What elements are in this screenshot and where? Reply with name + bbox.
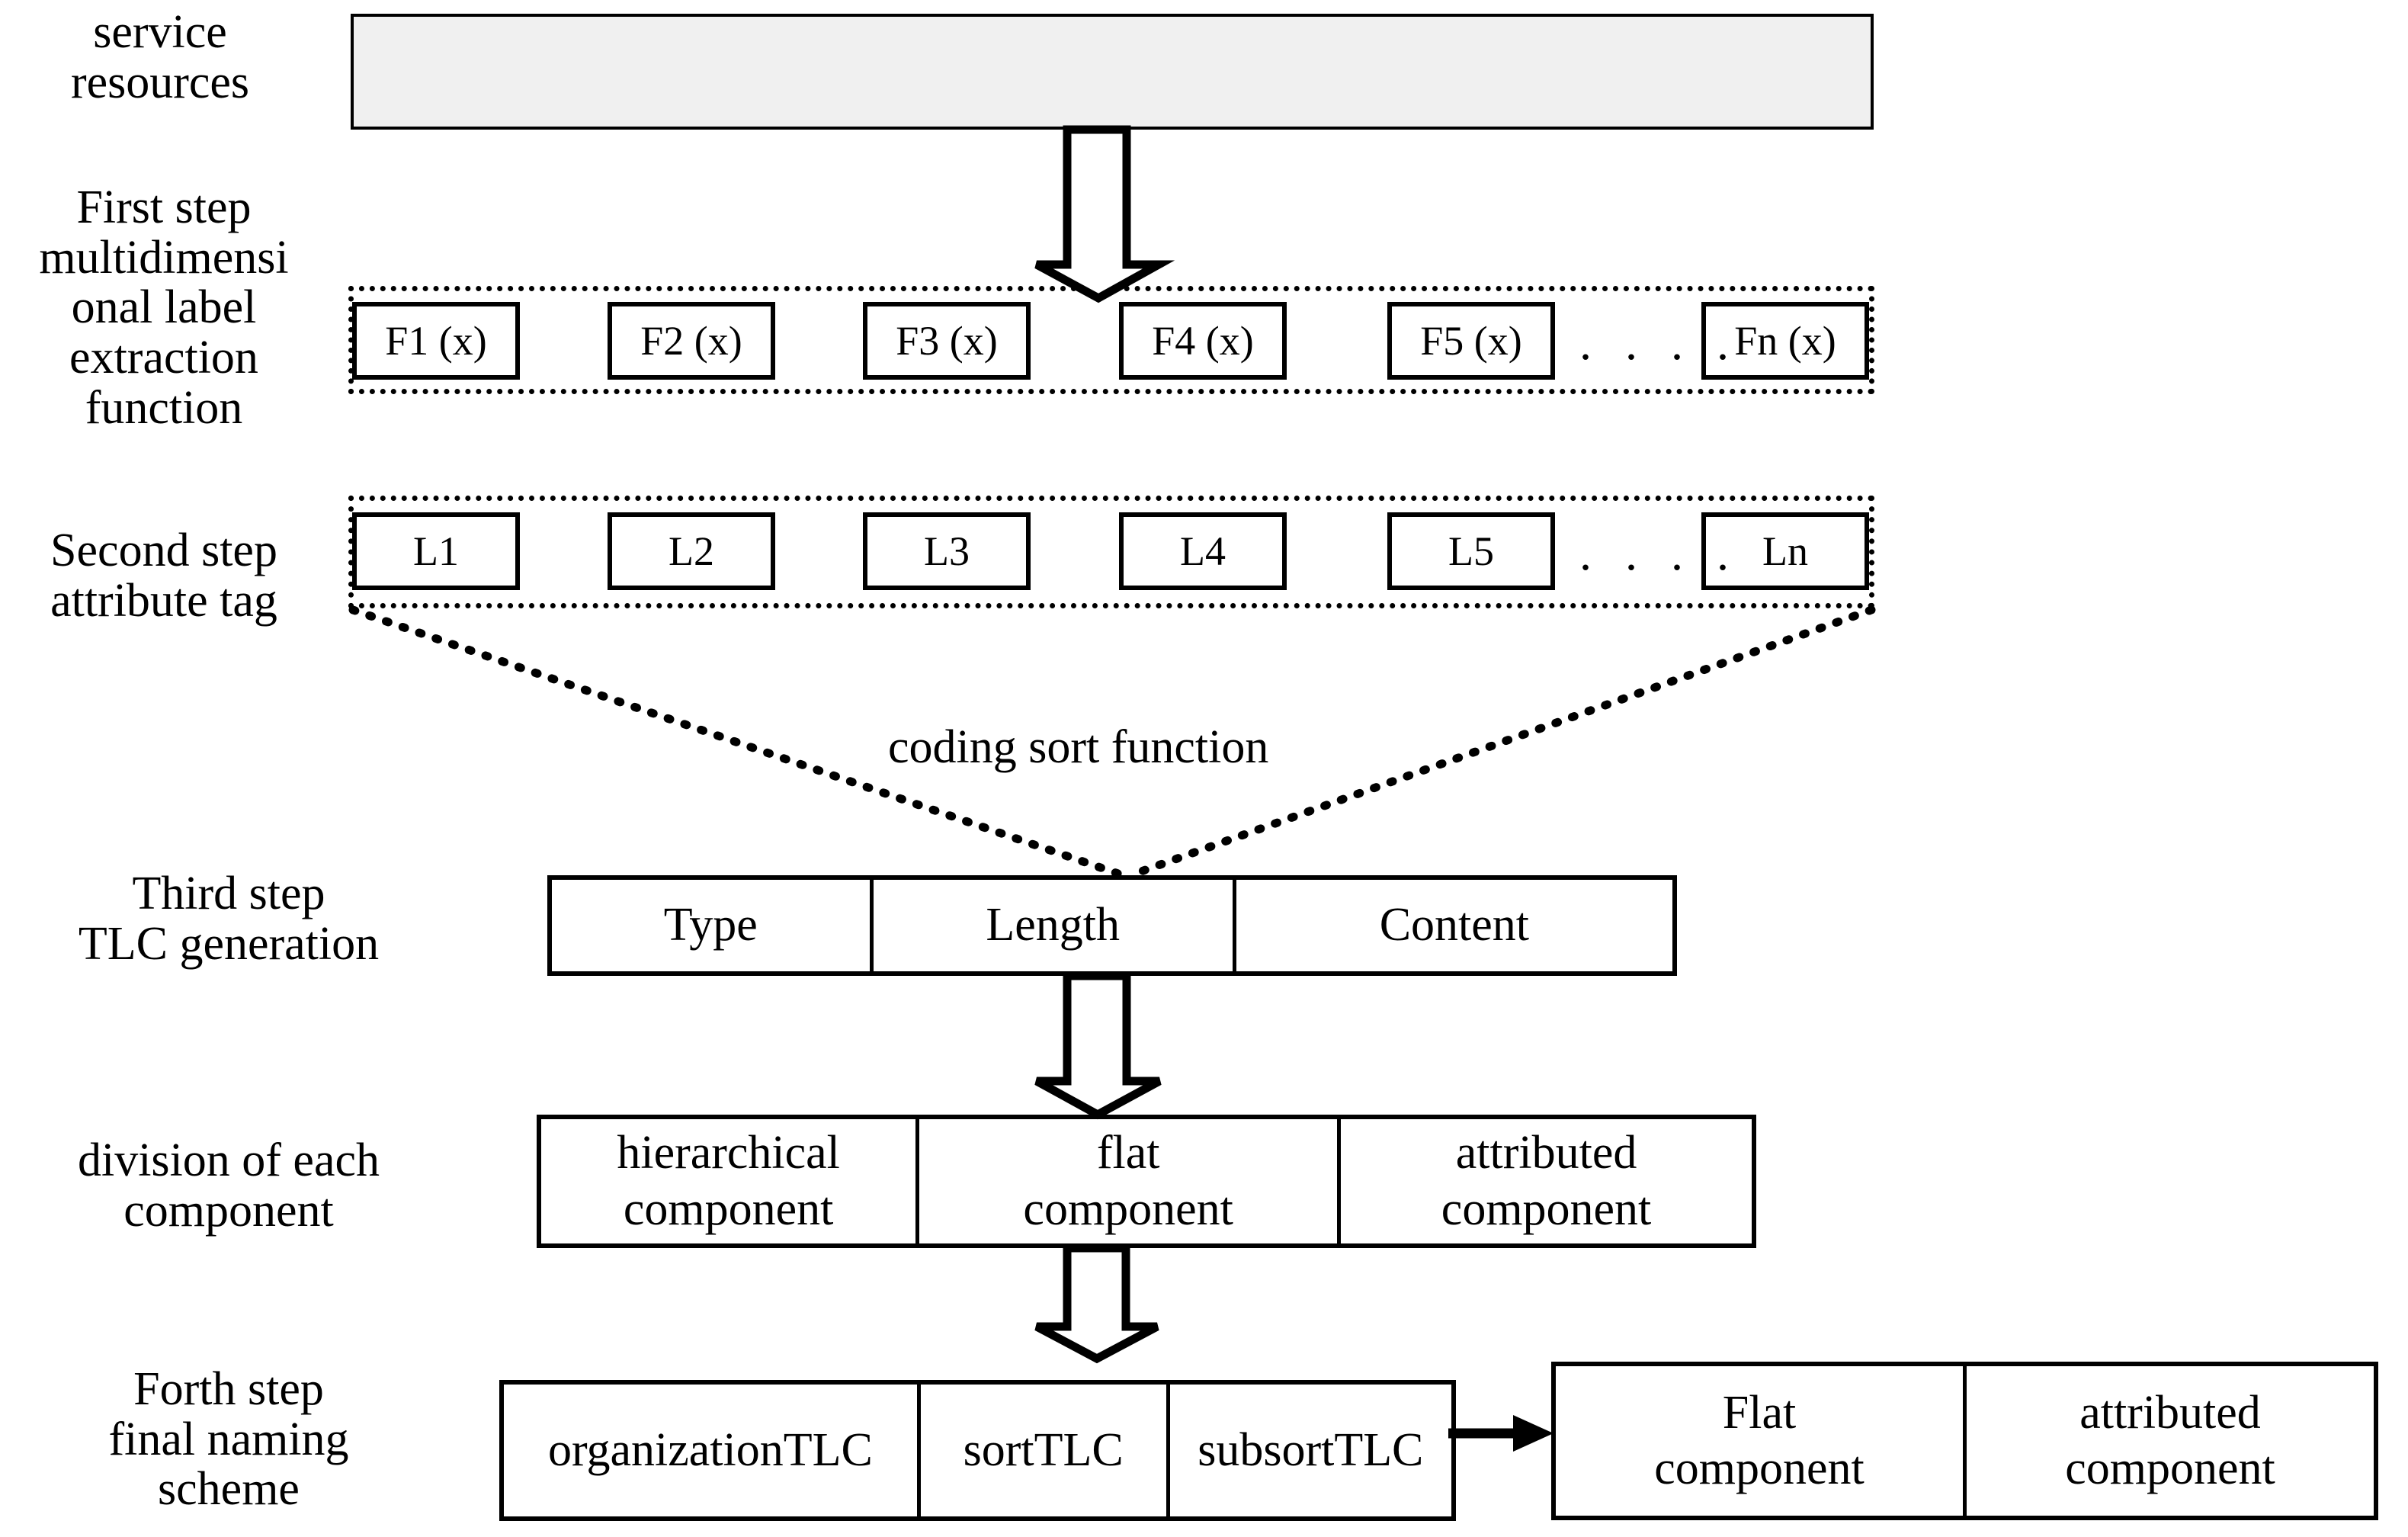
label-division-of-each-component: division of each component bbox=[77, 1134, 380, 1237]
block-arrow-components-to-naming bbox=[1034, 1243, 1159, 1364]
function-cell-f3[interactable]: F3 (x) bbox=[863, 302, 1031, 380]
tlc-cell-length[interactable]: Length bbox=[874, 880, 1236, 971]
label-cell-l5[interactable]: L5 bbox=[1387, 512, 1555, 590]
label-cell-ln[interactable]: Ln bbox=[1701, 512, 1869, 590]
component-cell-flat[interactable]: flat component bbox=[919, 1119, 1342, 1243]
service-resources-box bbox=[351, 14, 1874, 130]
tlc-cell-content[interactable]: Content bbox=[1379, 899, 1530, 951]
naming-cell-sorttlc[interactable]: sortTLC bbox=[921, 1385, 1170, 1516]
component-cell-attributed[interactable]: attributed component bbox=[1441, 1127, 1652, 1235]
label-forth-step: Forth step final naming scheme bbox=[108, 1363, 349, 1516]
function-cell-f1[interactable]: F1 (x) bbox=[352, 302, 520, 380]
function-cell-f5[interactable]: F5 (x) bbox=[1387, 302, 1555, 380]
final-naming-table-left: organizationTLC sortTLC subsortTLC bbox=[499, 1380, 1456, 1521]
function-cell-fn[interactable]: Fn (x) bbox=[1701, 302, 1869, 380]
tlc-cell-type[interactable]: Type bbox=[552, 880, 874, 971]
naming-cell-flat-component[interactable]: Flat component bbox=[1556, 1366, 1967, 1516]
function-row-ellipsis: . . . . bbox=[1579, 316, 1739, 370]
naming-cell-attributed-component[interactable]: attributed component bbox=[2065, 1386, 2275, 1494]
function-cell-f2[interactable]: F2 (x) bbox=[608, 302, 775, 380]
naming-cell-organizationtlc[interactable]: organizationTLC bbox=[504, 1385, 921, 1516]
block-arrow-tlc-to-components bbox=[1034, 971, 1162, 1120]
component-division-table: hierarchical component flat component at… bbox=[537, 1115, 1756, 1248]
block-arrow-source-to-functions bbox=[1034, 125, 1175, 303]
label-row-ellipsis: . . . . bbox=[1579, 526, 1739, 580]
function-cell-f4[interactable]: F4 (x) bbox=[1119, 302, 1287, 380]
arrow-subsorttlc-to-flat-head bbox=[1513, 1415, 1553, 1452]
label-cell-l1[interactable]: L1 bbox=[352, 512, 520, 590]
label-service-resources: service resources bbox=[70, 6, 250, 108]
label-cell-l3[interactable]: L3 bbox=[863, 512, 1031, 590]
final-naming-table-right: Flat component attributed component bbox=[1551, 1362, 2378, 1520]
label-first-step: First step multidimensi onal label extra… bbox=[39, 181, 289, 434]
component-cell-hierarchical[interactable]: hierarchical component bbox=[541, 1119, 920, 1243]
label-second-step: Second step attribute tag bbox=[50, 525, 277, 627]
label-cell-l4[interactable]: L4 bbox=[1119, 512, 1287, 590]
label-third-step: Third step TLC generation bbox=[78, 868, 380, 970]
naming-cell-subsorttlc[interactable]: subsortTLC bbox=[1198, 1423, 1424, 1476]
tlc-generation-table: Type Length Content bbox=[547, 875, 1677, 976]
label-cell-l2[interactable]: L2 bbox=[608, 512, 775, 590]
coding-sort-function-label: coding sort function bbox=[888, 721, 1269, 773]
